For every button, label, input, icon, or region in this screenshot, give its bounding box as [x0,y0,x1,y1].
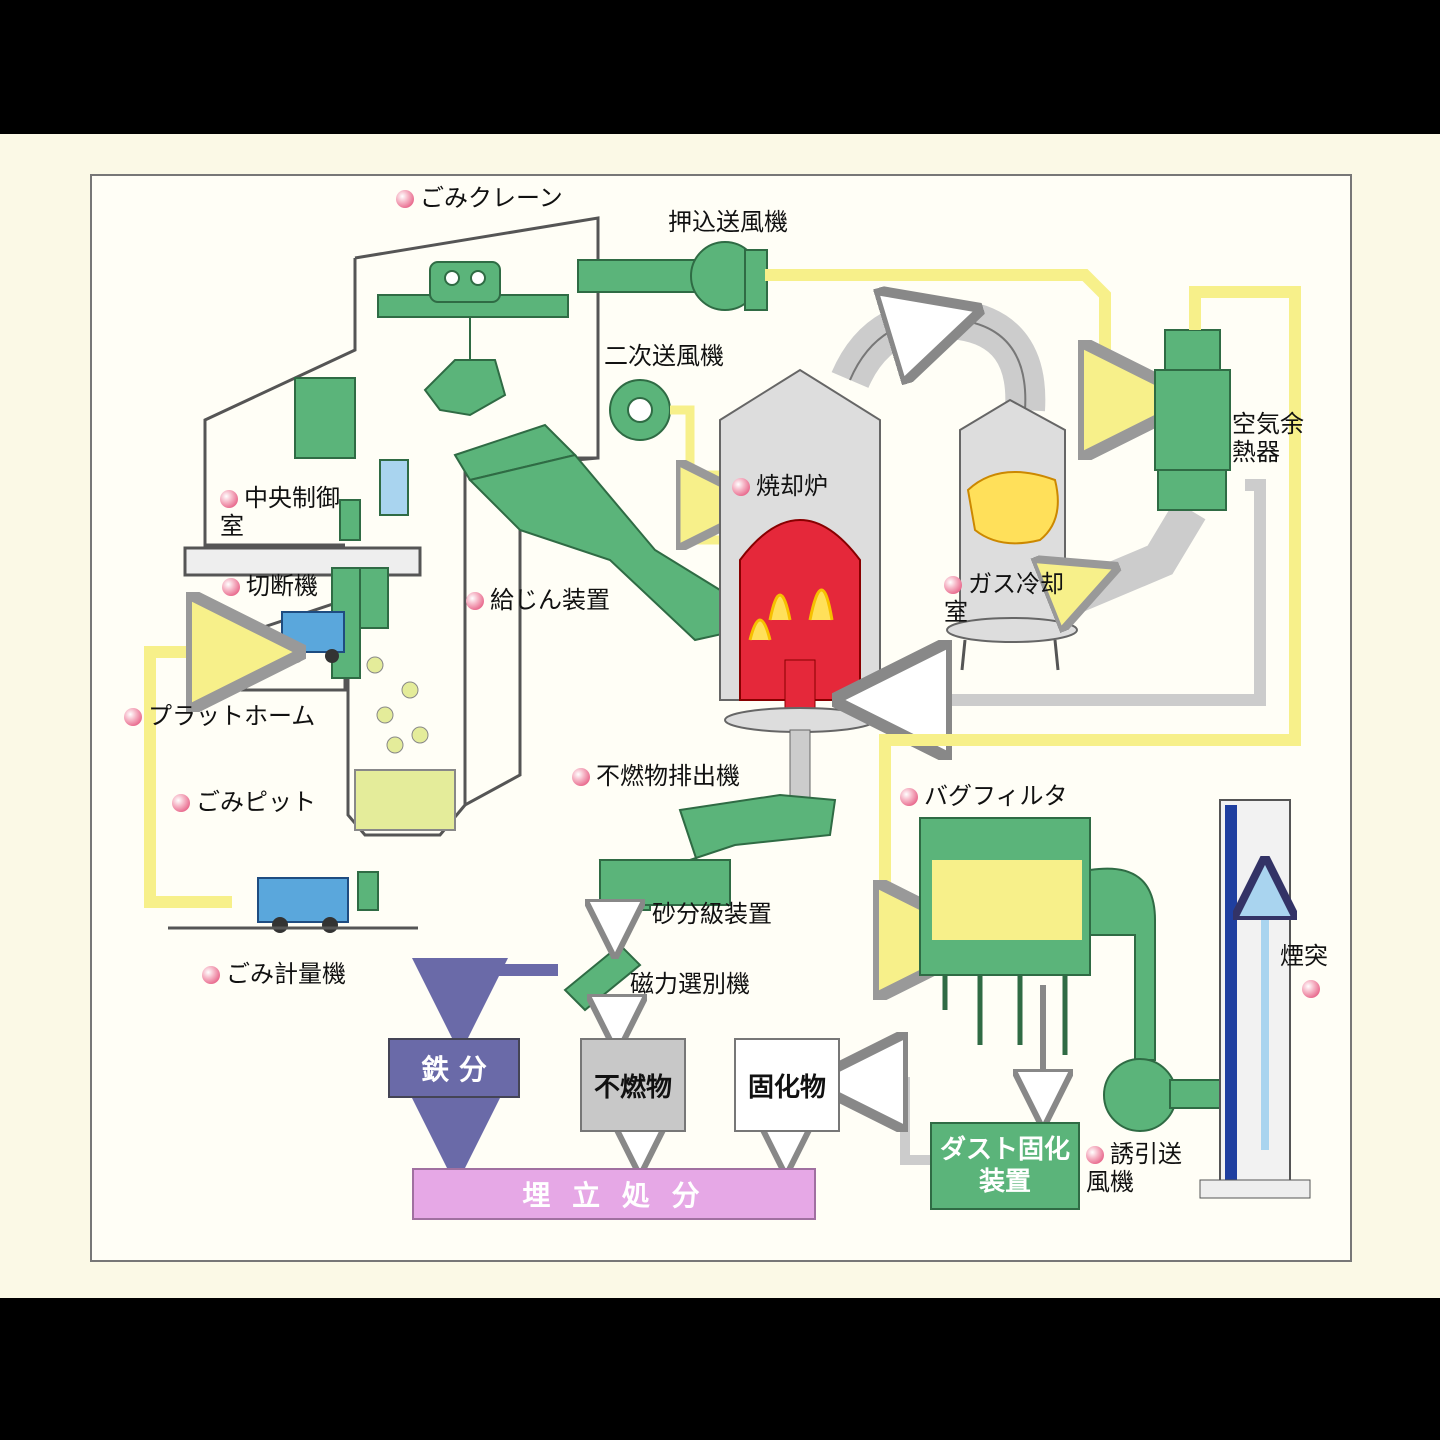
label-air-preheater: 空気余熱器 [1232,410,1304,466]
label-secondary-fan: 二次送風機 [604,342,724,370]
bag-filter [919,817,1091,1055]
bullet-icon [124,708,142,726]
bullet-icon [900,788,918,806]
induced-draft-fan [1089,867,1226,1132]
gas-to-bagfilter [885,286,1301,940]
label-platform: プラットホーム [124,702,315,730]
box-noncombustible: 不燃物 [580,1038,686,1132]
gas-cooling-chamber [946,398,1078,671]
label-induced-fan: 誘引送風機 [1086,1140,1182,1196]
bullet-icon [466,592,484,610]
flue-duct [831,298,1046,412]
ash-conveyors [563,793,837,1012]
bullet-icon [172,794,190,812]
label-sand-classifier: 砂分級装置 [652,900,772,928]
gas-flow-arrow [912,320,945,330]
cooled-gas-arrow [1060,578,1090,590]
truck-scale [168,871,418,933]
box-dust-solidify: ダスト固化装置 [930,1122,1080,1210]
label-gas-cooling: ガス冷却室 [944,570,1064,626]
bullet-icon [220,490,238,508]
box-iron: 鉄 分 [388,1038,520,1098]
truck-platform [281,611,345,663]
air-preheater [1154,329,1231,511]
duct-to-preheater [1058,500,1206,617]
truck-route-arrow [144,652,258,908]
label-bag-filter: バグフィルタ [900,782,1068,810]
bullet-icon [1086,1146,1104,1164]
secondary-fan [609,379,671,441]
hot-air-return [880,479,1266,700]
label-magnetic-separator: 磁力選別機 [630,970,750,998]
label-control-room: 中央制御室 [220,484,340,540]
label-pit: ごみピット [172,788,316,816]
dust-to-solid [848,1082,930,1165]
label-noncombustible-discharge: 不燃物排出機 [572,762,740,790]
label-chimney: 煙突 [1280,942,1328,1002]
garbage-pit [331,567,456,831]
bullet-icon [572,768,590,786]
forced-draft-fan [577,241,768,311]
combustion-air-duct [765,269,1150,400]
crane [377,261,569,417]
bullet-icon [396,190,414,208]
label-forced-fan: 押込送風機 [668,208,788,236]
bullet-icon [202,966,220,984]
label-cutter: 切断機 [222,572,318,600]
label-incinerator: 焼却炉 [732,472,828,500]
control-room-equipment [294,377,409,541]
incinerator [719,368,881,801]
box-solidified: 固化物 [734,1038,840,1132]
bullet-icon [944,576,962,594]
label-feeder: 給じん装置 [466,586,610,614]
box-landfill: 埋 立 処 分 [412,1168,816,1220]
label-scale: ごみ計量機 [202,960,346,988]
bullet-icon [732,478,750,496]
bullet-icon [1302,980,1320,998]
bullet-icon [222,578,240,596]
label-crane: ごみクレーン [396,184,563,212]
iron-route [412,958,558,1054]
